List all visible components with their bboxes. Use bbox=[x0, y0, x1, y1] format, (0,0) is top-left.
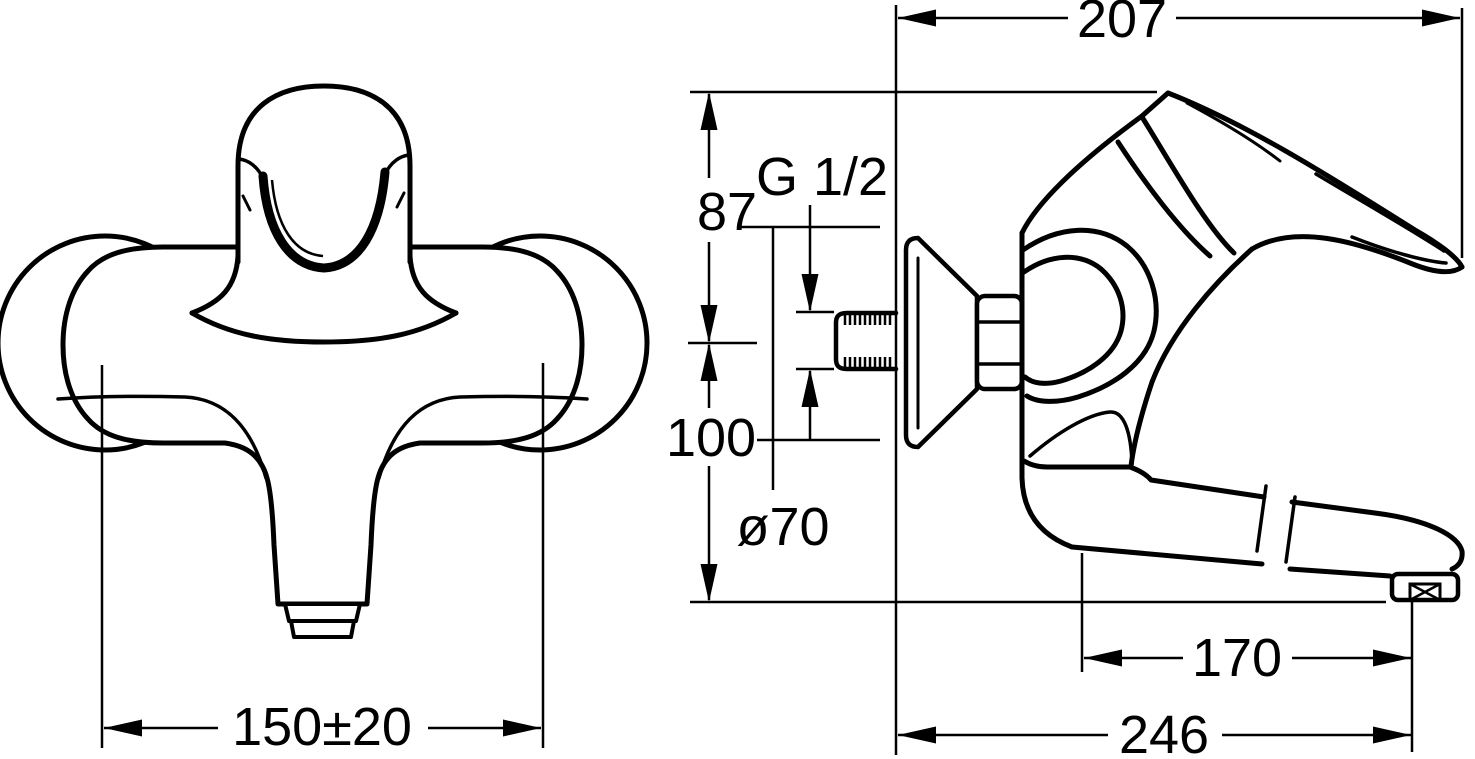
dim-flange-diameter: ø70 bbox=[736, 497, 829, 557]
front-aerator-ring-1 bbox=[283, 602, 362, 623]
side-body-left-edge bbox=[1019, 230, 1075, 550]
front-handle-dome-outline bbox=[235, 83, 413, 265]
escutcheon-cone bbox=[903, 235, 980, 450]
lever-cap-edge bbox=[1139, 90, 1171, 119]
hex-nut bbox=[974, 293, 1025, 392]
spout-top-edge-seg2 bbox=[1289, 499, 1465, 572]
dim-label-170: 170 bbox=[1192, 628, 1282, 688]
side-body-blend-curve bbox=[1028, 410, 1134, 466]
front-dome-tick-right bbox=[395, 191, 406, 209]
lever-blade-accent-2 bbox=[1314, 172, 1446, 253]
front-handle-bell bbox=[192, 86, 456, 342]
dim-spout-projection: 170 bbox=[1080, 553, 1414, 752]
dim-label-o70: ø70 bbox=[736, 497, 829, 557]
side-body-shelf bbox=[1021, 458, 1133, 470]
front-bell-bottom-arc bbox=[189, 310, 459, 345]
arrowhead-right bbox=[1373, 649, 1411, 667]
thread-ticks bbox=[843, 314, 892, 368]
front-grip-hook-left bbox=[237, 157, 265, 180]
spout-break-tick-2 bbox=[1284, 495, 1297, 564]
dim-center-distance: 150±20 bbox=[100, 363, 545, 757]
aerator-insert-box bbox=[1408, 582, 1442, 602]
arrowhead-up bbox=[801, 369, 819, 407]
side-body-front-slope bbox=[1019, 113, 1145, 236]
front-bell-flare-left bbox=[189, 253, 241, 316]
front-body-crease-right bbox=[377, 394, 589, 480]
arrowhead-up bbox=[700, 343, 718, 381]
lever-blade-top-edge bbox=[1165, 90, 1465, 270]
side-view: 207 87 100 G 1/2 ø70 bbox=[666, 0, 1465, 759]
arrowhead-right bbox=[1373, 726, 1411, 744]
arrowhead-left bbox=[104, 719, 142, 737]
lever-blade-accent-3 bbox=[1350, 235, 1448, 265]
front-body-outline bbox=[60, 244, 585, 607]
front-view: 150±20 bbox=[0, 83, 650, 757]
dim-total-projection: 246 bbox=[898, 705, 1411, 759]
dim-label-100: 100 bbox=[666, 408, 756, 468]
arrowhead-left bbox=[898, 726, 936, 744]
spout-bottom-edge-seg2 bbox=[1287, 566, 1393, 579]
dim-height-below-axis: 100 bbox=[666, 341, 757, 602]
front-body-crease-left bbox=[56, 394, 268, 480]
lever-blade-accent-1 bbox=[1185, 101, 1282, 163]
aerator-insert-cross bbox=[1409, 582, 1441, 602]
lever-blade-underside bbox=[1249, 234, 1465, 275]
front-grip-bottom-dashes bbox=[298, 261, 350, 268]
spout-bottom-edge-seg1 bbox=[1069, 544, 1265, 567]
arrowhead-down bbox=[700, 305, 718, 343]
arrowhead-up bbox=[700, 92, 718, 130]
threaded-tail-outline bbox=[833, 310, 899, 372]
front-grip-hook-right bbox=[383, 153, 411, 176]
dim-label-87: 87 bbox=[697, 182, 757, 242]
front-aerator-ring-2 bbox=[289, 619, 356, 639]
aerator-housing bbox=[1389, 571, 1461, 603]
arrowhead-right bbox=[503, 719, 541, 737]
dim-label-207: 207 bbox=[1077, 0, 1167, 49]
front-grip-inner-echo bbox=[270, 179, 324, 258]
dim-label-150: 150±20 bbox=[232, 697, 412, 757]
arrowhead-down bbox=[801, 274, 819, 312]
side-body-fill bbox=[1022, 93, 1463, 576]
cartridge-teardrop-outer bbox=[1020, 227, 1159, 404]
dim-height-above-axis: 87 bbox=[697, 92, 757, 343]
arrowhead-left bbox=[1084, 649, 1122, 667]
front-bell-flare-right bbox=[407, 253, 459, 316]
spout-top-edge-seg1 bbox=[1127, 464, 1267, 500]
cartridge-teardrop-inner bbox=[1021, 254, 1126, 386]
front-dome-tick-left bbox=[241, 194, 252, 212]
collar-line-2 bbox=[1115, 139, 1213, 259]
dim-total-depth: 207 bbox=[898, 0, 1464, 258]
dim-label-g12: G 1/2 bbox=[756, 147, 888, 207]
arrowhead-right bbox=[1422, 9, 1460, 27]
dim-thread-size: G 1/2 bbox=[756, 147, 888, 440]
dim-label-246: 246 bbox=[1119, 705, 1209, 759]
collar-line-1 bbox=[1139, 114, 1237, 256]
side-body-back-curve bbox=[1128, 246, 1255, 469]
hex-nut-facet-lines bbox=[977, 320, 1022, 366]
arrowhead-left bbox=[898, 9, 936, 27]
front-lever-grip bbox=[258, 167, 390, 273]
arrowhead-down bbox=[700, 564, 718, 602]
spout-break-tick-1 bbox=[1255, 484, 1268, 553]
